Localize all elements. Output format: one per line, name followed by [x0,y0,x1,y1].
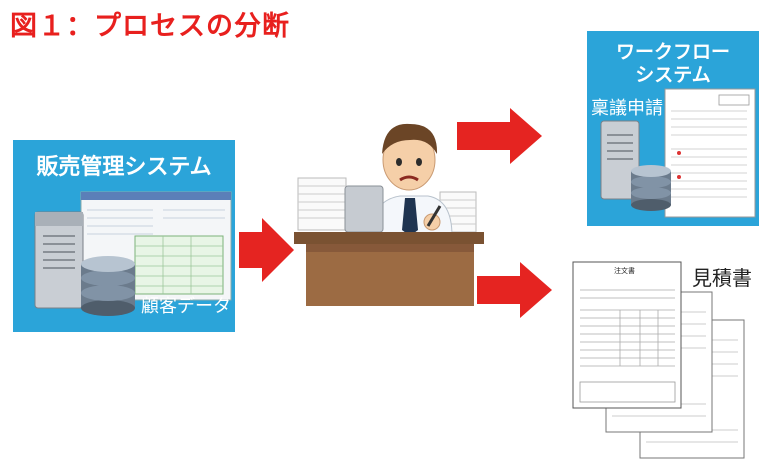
customer-data-label: 顧客データ [141,296,231,317]
database-icon [81,256,135,316]
office-worker-icon [297,123,477,237]
workflow-title-line1: ワークフロー [615,41,730,63]
desk-icon [294,232,484,306]
sales-system-title: 販売管理システム [36,155,212,180]
workflow-title-line2: システム [635,64,711,86]
sales-system-panel: 販売管理システム [13,140,235,332]
approval-request-label: 稟議申請 [591,98,663,119]
sales-system-illustration [34,191,232,316]
arrow-person-to-quote [477,262,552,318]
approval-document-icon [664,88,756,218]
workflow-server-icon [600,120,640,200]
workflow-illustration [600,88,756,218]
workflow-system-panel: ワークフロー システム 稟議申請 [587,31,759,226]
server-icon [34,211,84,309]
quote-label: 見積書 [692,266,752,290]
workflow-database-icon [631,165,671,211]
figure-title: 図１：プロセスの分断 [10,11,290,42]
arrow-sales-to-person [239,218,294,282]
arrow-person-to-workflow [457,108,542,164]
quote-documents-icon [572,261,745,459]
order-form-title: 注文書 [614,267,635,275]
